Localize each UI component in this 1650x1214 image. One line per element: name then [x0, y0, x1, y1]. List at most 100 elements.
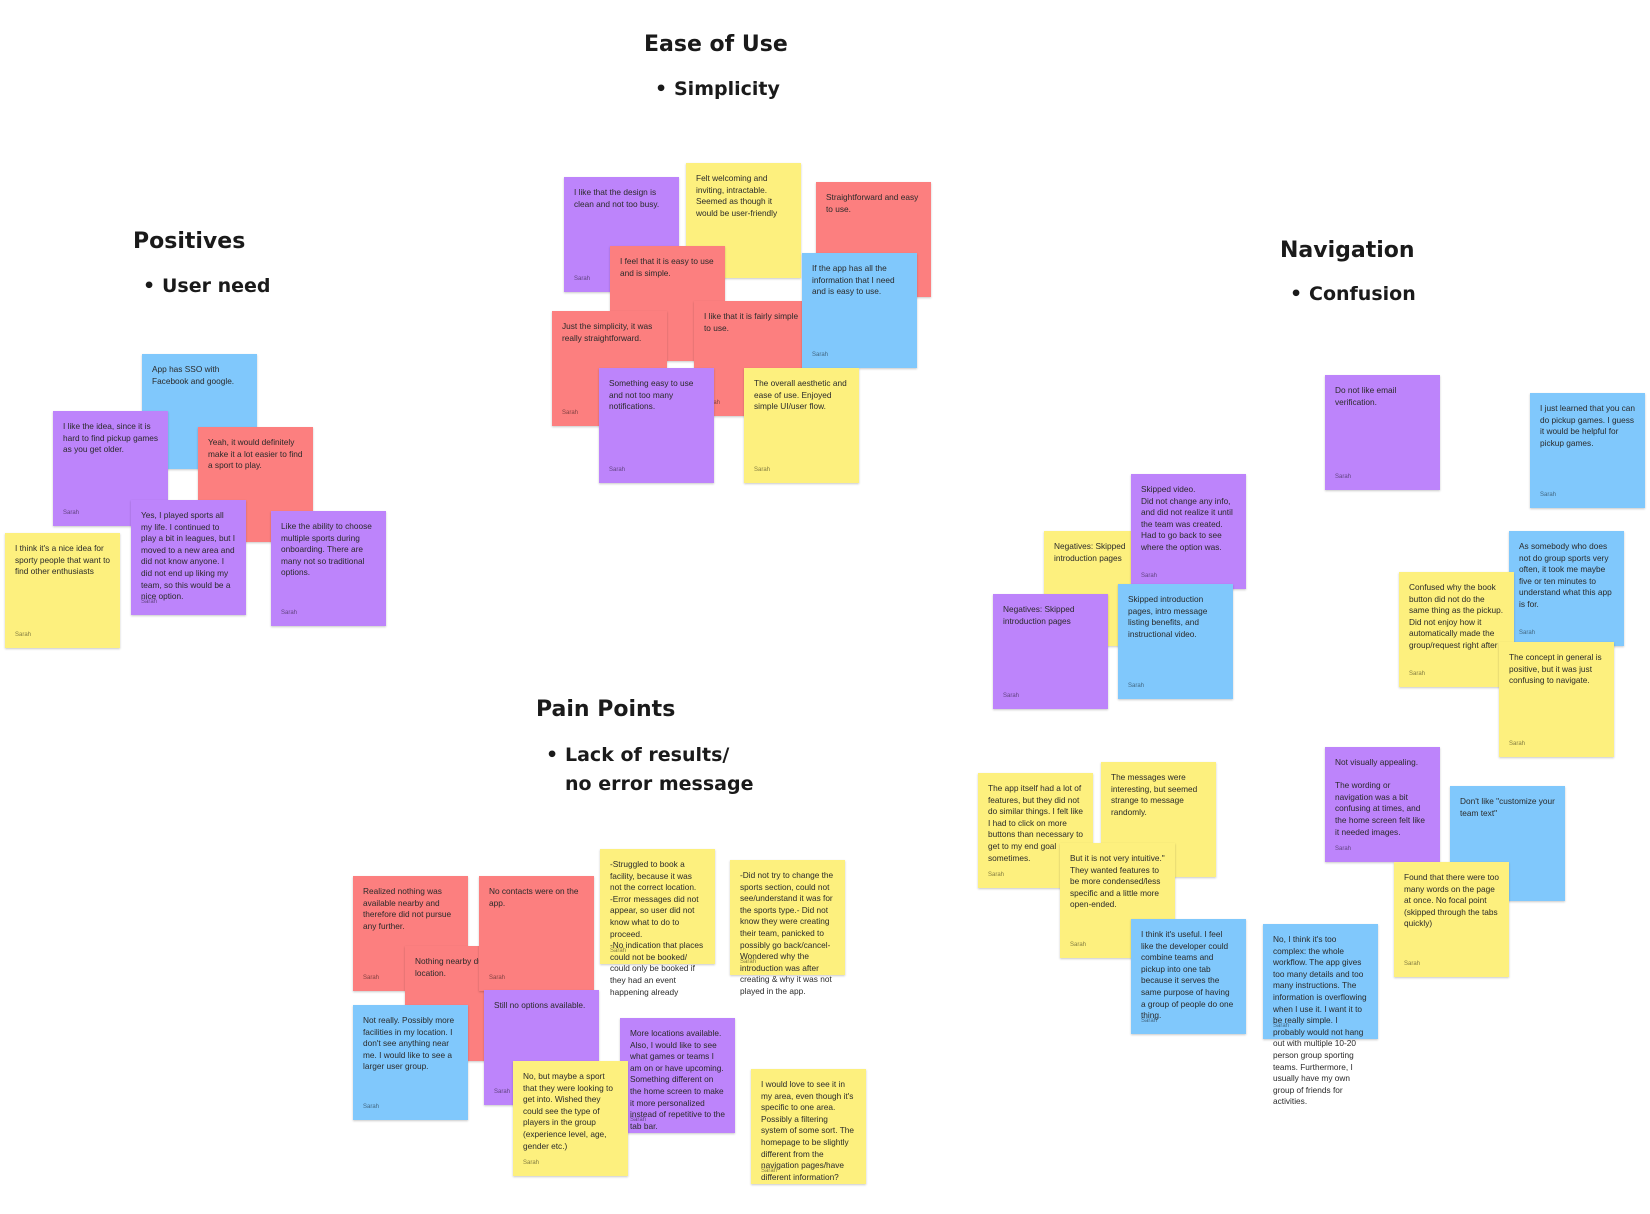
sticky-note-author: Sarah [1335, 846, 1352, 853]
sticky-note[interactable]: Found that there were too many words on … [1394, 862, 1509, 977]
sticky-note-text: Negatives: Skipped introduction pages [1054, 541, 1126, 563]
sticky-note-author: Sarah [610, 948, 627, 955]
sticky-note-author: Sarah [1070, 942, 1087, 949]
sticky-note-text: Just the simplicity, it was really strai… [562, 321, 653, 343]
bullet-lack-of-results: •Lack of results/ no error message [546, 741, 753, 799]
bullet-dot: • [143, 275, 156, 297]
sticky-note-author: Sarah [363, 1104, 380, 1111]
sticky-note-author: Sarah [1509, 741, 1526, 748]
sticky-note-text: -Struggled to book a facility, because i… [610, 859, 704, 997]
sticky-note-text: Skipped introduction pages, intro messag… [1128, 594, 1208, 639]
sticky-note-text: App has SSO with Facebook and google. [152, 364, 235, 386]
sticky-note[interactable]: More locations available. Also, I would … [620, 1018, 735, 1133]
sticky-note-author: Sarah [1404, 961, 1421, 968]
sticky-note[interactable]: I would love to see it in my area, even … [751, 1069, 866, 1184]
sticky-note-author: Sarah [15, 632, 32, 639]
sticky-note[interactable]: Skipped video. Did not change any info, … [1131, 474, 1246, 589]
sticky-note[interactable]: Confused why the book button did not do … [1399, 572, 1514, 687]
sticky-note[interactable]: Felt welcoming and inviting, intractable… [686, 163, 801, 278]
sticky-note-author: Sarah [1141, 1018, 1158, 1025]
sticky-note[interactable]: Yes, I played sports all my life. I cont… [131, 500, 246, 615]
sticky-note-author: Sarah [523, 1160, 540, 1167]
sticky-note-author: Sarah [574, 276, 591, 283]
sticky-note-text: The app itself had a lot of features, bu… [988, 783, 1084, 863]
sticky-note-text: Felt welcoming and inviting, intractable… [696, 173, 778, 218]
sticky-note-text: No contacts were on the app. [489, 886, 579, 908]
sticky-note-author: Sarah [141, 599, 158, 606]
sticky-note-text: Skipped video. Did not change any info, … [1141, 484, 1233, 552]
sticky-note[interactable]: Not visually appealing. The wording or n… [1325, 747, 1440, 862]
sticky-note[interactable]: Something easy to use and not too many n… [599, 368, 714, 483]
sticky-note-author: Sarah [630, 1117, 647, 1124]
sticky-note-author: Sarah [988, 872, 1005, 879]
sticky-note[interactable]: The app itself had a lot of features, bu… [978, 773, 1093, 888]
bullet-confusion: •Confusion [1290, 280, 1416, 309]
sticky-note[interactable]: But it is not very intuitive." They want… [1060, 843, 1175, 958]
sticky-note-author: Sarah [562, 410, 579, 417]
sticky-note[interactable]: No, I think it's too complex: the whole … [1263, 924, 1378, 1106]
sticky-note-author: Sarah [609, 467, 626, 474]
sticky-note-author: Sarah [281, 610, 298, 617]
sticky-note[interactable]: I think it's useful. I feel like the dev… [1131, 919, 1246, 1034]
sticky-note-author: Sarah [489, 975, 506, 982]
sticky-note[interactable]: The concept in general is positive, but … [1499, 642, 1614, 757]
heading-ease-of-use: Ease of Use [644, 32, 788, 57]
sticky-note[interactable]: The overall aesthetic and ease of use. E… [744, 368, 859, 483]
sticky-note-text: Yes, I played sports all my life. I cont… [141, 510, 236, 602]
bullet-simplicity: •Simplicity [655, 75, 780, 104]
heading-navigation: Navigation [1280, 238, 1415, 263]
sticky-note[interactable]: Not really. Possibly more facilities in … [353, 1005, 468, 1120]
sticky-note-text: Like the ability to choose multiple spor… [281, 521, 372, 578]
sticky-note-text: Don't like "customize your team text" [1460, 796, 1555, 818]
heading-positives: Positives [133, 229, 246, 254]
sticky-note-text: Found that there were too many words on … [1404, 872, 1500, 929]
sticky-note-author: Sarah [1273, 1023, 1290, 1030]
sticky-note-author: Sarah [761, 1168, 778, 1175]
sticky-note-author: Sarah [363, 975, 380, 982]
sticky-note-text: -Did not try to change the sports sectio… [740, 870, 834, 996]
sticky-note-author: Sarah [1409, 671, 1426, 678]
sticky-note-author: Sarah [63, 510, 80, 517]
sticky-note-text: Straightforward and easy to use. [826, 192, 919, 214]
sticky-note-author: Sarah [754, 467, 771, 474]
sticky-note-author: Sarah [1519, 630, 1536, 637]
sticky-note-text: Yeah, it would definitely make it a lot … [208, 437, 303, 471]
bullet-dot: • [655, 78, 668, 100]
sticky-note-text: Confused why the book button did not do … [1409, 582, 1504, 650]
sticky-note-text: No, but maybe a sport that they were loo… [523, 1071, 613, 1151]
bullet-user-need: •User need [143, 272, 271, 301]
bullet-dot: • [1290, 283, 1303, 305]
sticky-note[interactable]: Skipped introduction pages, intro messag… [1118, 584, 1233, 699]
sticky-note-text: The messages were interesting, but seeme… [1111, 772, 1198, 817]
sticky-note-text: Negatives: Skipped introduction pages [1003, 604, 1075, 626]
sticky-note-text: I would love to see it in my area, even … [761, 1079, 854, 1182]
sticky-note-text: But it is not very intuitive." They want… [1070, 853, 1165, 910]
sticky-note[interactable]: I just learned that you can do pickup ga… [1530, 393, 1645, 508]
bullet-dot: • [546, 744, 559, 766]
sticky-note-text: I just learned that you can do pickup ga… [1540, 403, 1636, 448]
sticky-note-text: Do not like email verification. [1335, 385, 1397, 407]
sticky-note[interactable]: No contacts were on the app. Sarah [479, 876, 594, 991]
sticky-note-text: I think it's a nice idea for sporty peop… [15, 543, 111, 577]
sticky-note-text: I feel that it is easy to use and is sim… [620, 256, 714, 278]
sticky-note-author: Sarah [1540, 492, 1557, 499]
sticky-note-text: Not visually appealing. The wording or n… [1335, 757, 1425, 837]
sticky-note-text: I think it's useful. I feel like the dev… [1141, 929, 1234, 1021]
sticky-note[interactable]: -Struggled to book a facility, because i… [600, 849, 715, 997]
sticky-note-text: Still no options available. [494, 1000, 586, 1010]
sticky-note-author: Sarah [1128, 683, 1145, 690]
sticky-note[interactable]: I think it's a nice idea for sporty peop… [5, 533, 120, 648]
sticky-note-author: Sarah [740, 959, 757, 966]
sticky-note[interactable]: -Did not try to change the sports sectio… [730, 860, 845, 996]
sticky-note[interactable]: If the app has all the information that … [802, 253, 917, 368]
sticky-note[interactable]: As somebody who does not do group sports… [1509, 531, 1624, 646]
sticky-note[interactable]: Like the ability to choose multiple spor… [271, 511, 386, 626]
sticky-note-text: Not really. Possibly more facilities in … [363, 1015, 455, 1072]
sticky-note[interactable]: Do not like email verification.Sarah [1325, 375, 1440, 490]
sticky-note-text: I like that it is fairly simple to use. [704, 311, 799, 333]
sticky-note[interactable]: No, but maybe a sport that they were loo… [513, 1061, 628, 1176]
heading-pain-points: Pain Points [536, 697, 676, 722]
sticky-note-text: As somebody who does not do group sports… [1519, 541, 1612, 609]
sticky-note-author: Sarah [494, 1089, 511, 1096]
